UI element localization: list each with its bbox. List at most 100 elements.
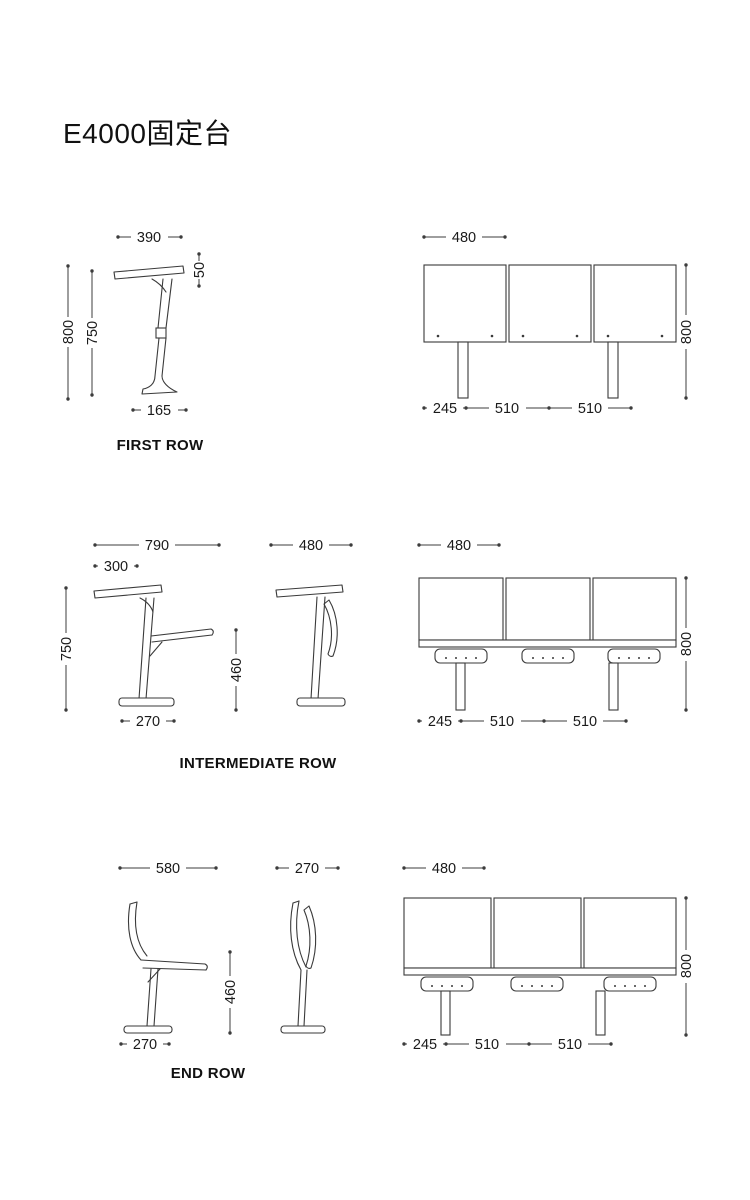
dim-value: 510: [573, 714, 597, 730]
dim-mid-desk-depth: 300: [93, 559, 139, 575]
intermediate-row-folded-view: 480: [269, 538, 353, 707]
dim-end-unit-width: 480: [402, 861, 486, 877]
seat-bottom: [510, 976, 564, 992]
dim-value: 270: [133, 1037, 157, 1053]
seat-bottom: [607, 648, 661, 664]
front-panel: [593, 264, 677, 343]
end-seat-profile: [123, 901, 208, 1034]
desk-bracket: [151, 278, 167, 293]
leg: [310, 596, 326, 700]
dim-value: 510: [578, 401, 602, 417]
leg: [138, 597, 155, 700]
seat-bracket: [149, 641, 163, 657]
dim-value: 750: [59, 637, 75, 661]
end-row-front-view: 480 800: [402, 861, 695, 1053]
page-title: E4000固定台: [63, 118, 232, 149]
desk-top: [275, 584, 344, 598]
end-row-label: END ROW: [170, 1065, 246, 1082]
dim-value: 245: [433, 401, 457, 417]
desk-top: [113, 265, 185, 280]
intermediate-row-front-view: 480 800: [417, 538, 695, 730]
leg: [297, 969, 308, 1027]
dim-value: 800: [679, 632, 695, 656]
front-panel: [418, 577, 504, 641]
backrest: [290, 902, 302, 971]
dim-end-front-height: 800: [679, 896, 695, 1037]
first-row-side-view: 390 50 800 750: [61, 230, 208, 419]
dim-value: 300: [104, 559, 128, 575]
front-panel: [403, 897, 492, 969]
folded-seat: [303, 905, 317, 969]
leg: [455, 662, 466, 711]
dim-value: 245: [413, 1037, 437, 1053]
dim-end-foot-depth: 270: [119, 1037, 171, 1053]
dim-value: 750: [85, 321, 101, 345]
dim-value: 390: [137, 230, 161, 246]
seat-rail: [418, 639, 677, 648]
dim-value: 50: [192, 262, 208, 278]
seat-rail: [403, 967, 677, 976]
seat-bottom: [420, 976, 474, 992]
dim-value: 480: [452, 230, 476, 246]
dim-value: 270: [136, 714, 160, 730]
dim-value: 480: [432, 861, 456, 877]
intermediate-folded-profile: [275, 584, 346, 707]
front-panel: [493, 897, 582, 969]
dim-mid-spacing: 245 510 510: [417, 714, 628, 730]
dim-mid-foot-depth: 270: [120, 714, 176, 730]
dim-value: 480: [299, 538, 323, 554]
leg: [595, 990, 606, 1036]
seat-bottom: [603, 976, 657, 992]
dim-first-desk-width: 390: [116, 230, 183, 246]
backrest: [127, 903, 142, 961]
end-row-folded-view: 270: [275, 861, 340, 1034]
dim-end-folded-depth: 270: [275, 861, 340, 877]
foot: [296, 697, 346, 707]
dim-end-seat-height: 460: [223, 950, 239, 1035]
front-panel: [592, 577, 677, 641]
dim-mid-total-depth: 790: [93, 538, 221, 554]
dim-value: 800: [61, 320, 77, 344]
seat-bottom: [434, 648, 488, 664]
backrest: [296, 900, 307, 968]
dim-value: 245: [428, 714, 452, 730]
dim-mid-desk-height: 750: [59, 586, 75, 712]
dim-first-unit-width: 480: [422, 230, 507, 246]
dim-first-desk-height: 750: [85, 269, 101, 397]
seat: [150, 628, 214, 643]
dim-mid-seat-height: 460: [229, 628, 245, 712]
dim-value: 580: [156, 861, 180, 877]
dim-value: 510: [558, 1037, 582, 1053]
dim-value: 460: [223, 980, 239, 1004]
dim-mid-folded-depth: 480: [269, 538, 353, 554]
front-panel: [583, 897, 677, 969]
front-panel: [508, 264, 592, 343]
dim-mid-unit-width: 480: [417, 538, 501, 554]
dim-first-foot-depth: 165: [131, 403, 188, 419]
dim-end-spacing: 245 510 510: [402, 1037, 613, 1053]
first-row-label: FIRST ROW: [116, 437, 204, 454]
dim-end-total-depth: 580: [118, 861, 218, 877]
backrest-cap: [129, 901, 138, 905]
leg: [608, 662, 619, 711]
dim-value: 510: [475, 1037, 499, 1053]
first-row-front-view: 480 800: [422, 230, 695, 417]
first-row-desk-profile: [113, 265, 185, 395]
seat-bottom: [521, 648, 575, 664]
dim-mid-front-height: 800: [679, 576, 695, 712]
support-panel: [157, 278, 173, 329]
dim-value: 800: [679, 954, 695, 978]
leg: [146, 968, 159, 1027]
front-panel: [423, 264, 507, 343]
leg: [607, 341, 619, 399]
dim-first-total-height: 800: [61, 264, 77, 401]
dim-value: 800: [679, 320, 695, 344]
end-row-side-view: 580 460 270: [118, 861, 239, 1053]
desk-bracket: [139, 597, 154, 613]
foot: [141, 375, 178, 395]
backrest-cap: [292, 900, 300, 904]
dim-first-spacing: 245 510 510: [422, 401, 633, 417]
leg-joint: [155, 327, 167, 339]
foot: [123, 1025, 173, 1034]
